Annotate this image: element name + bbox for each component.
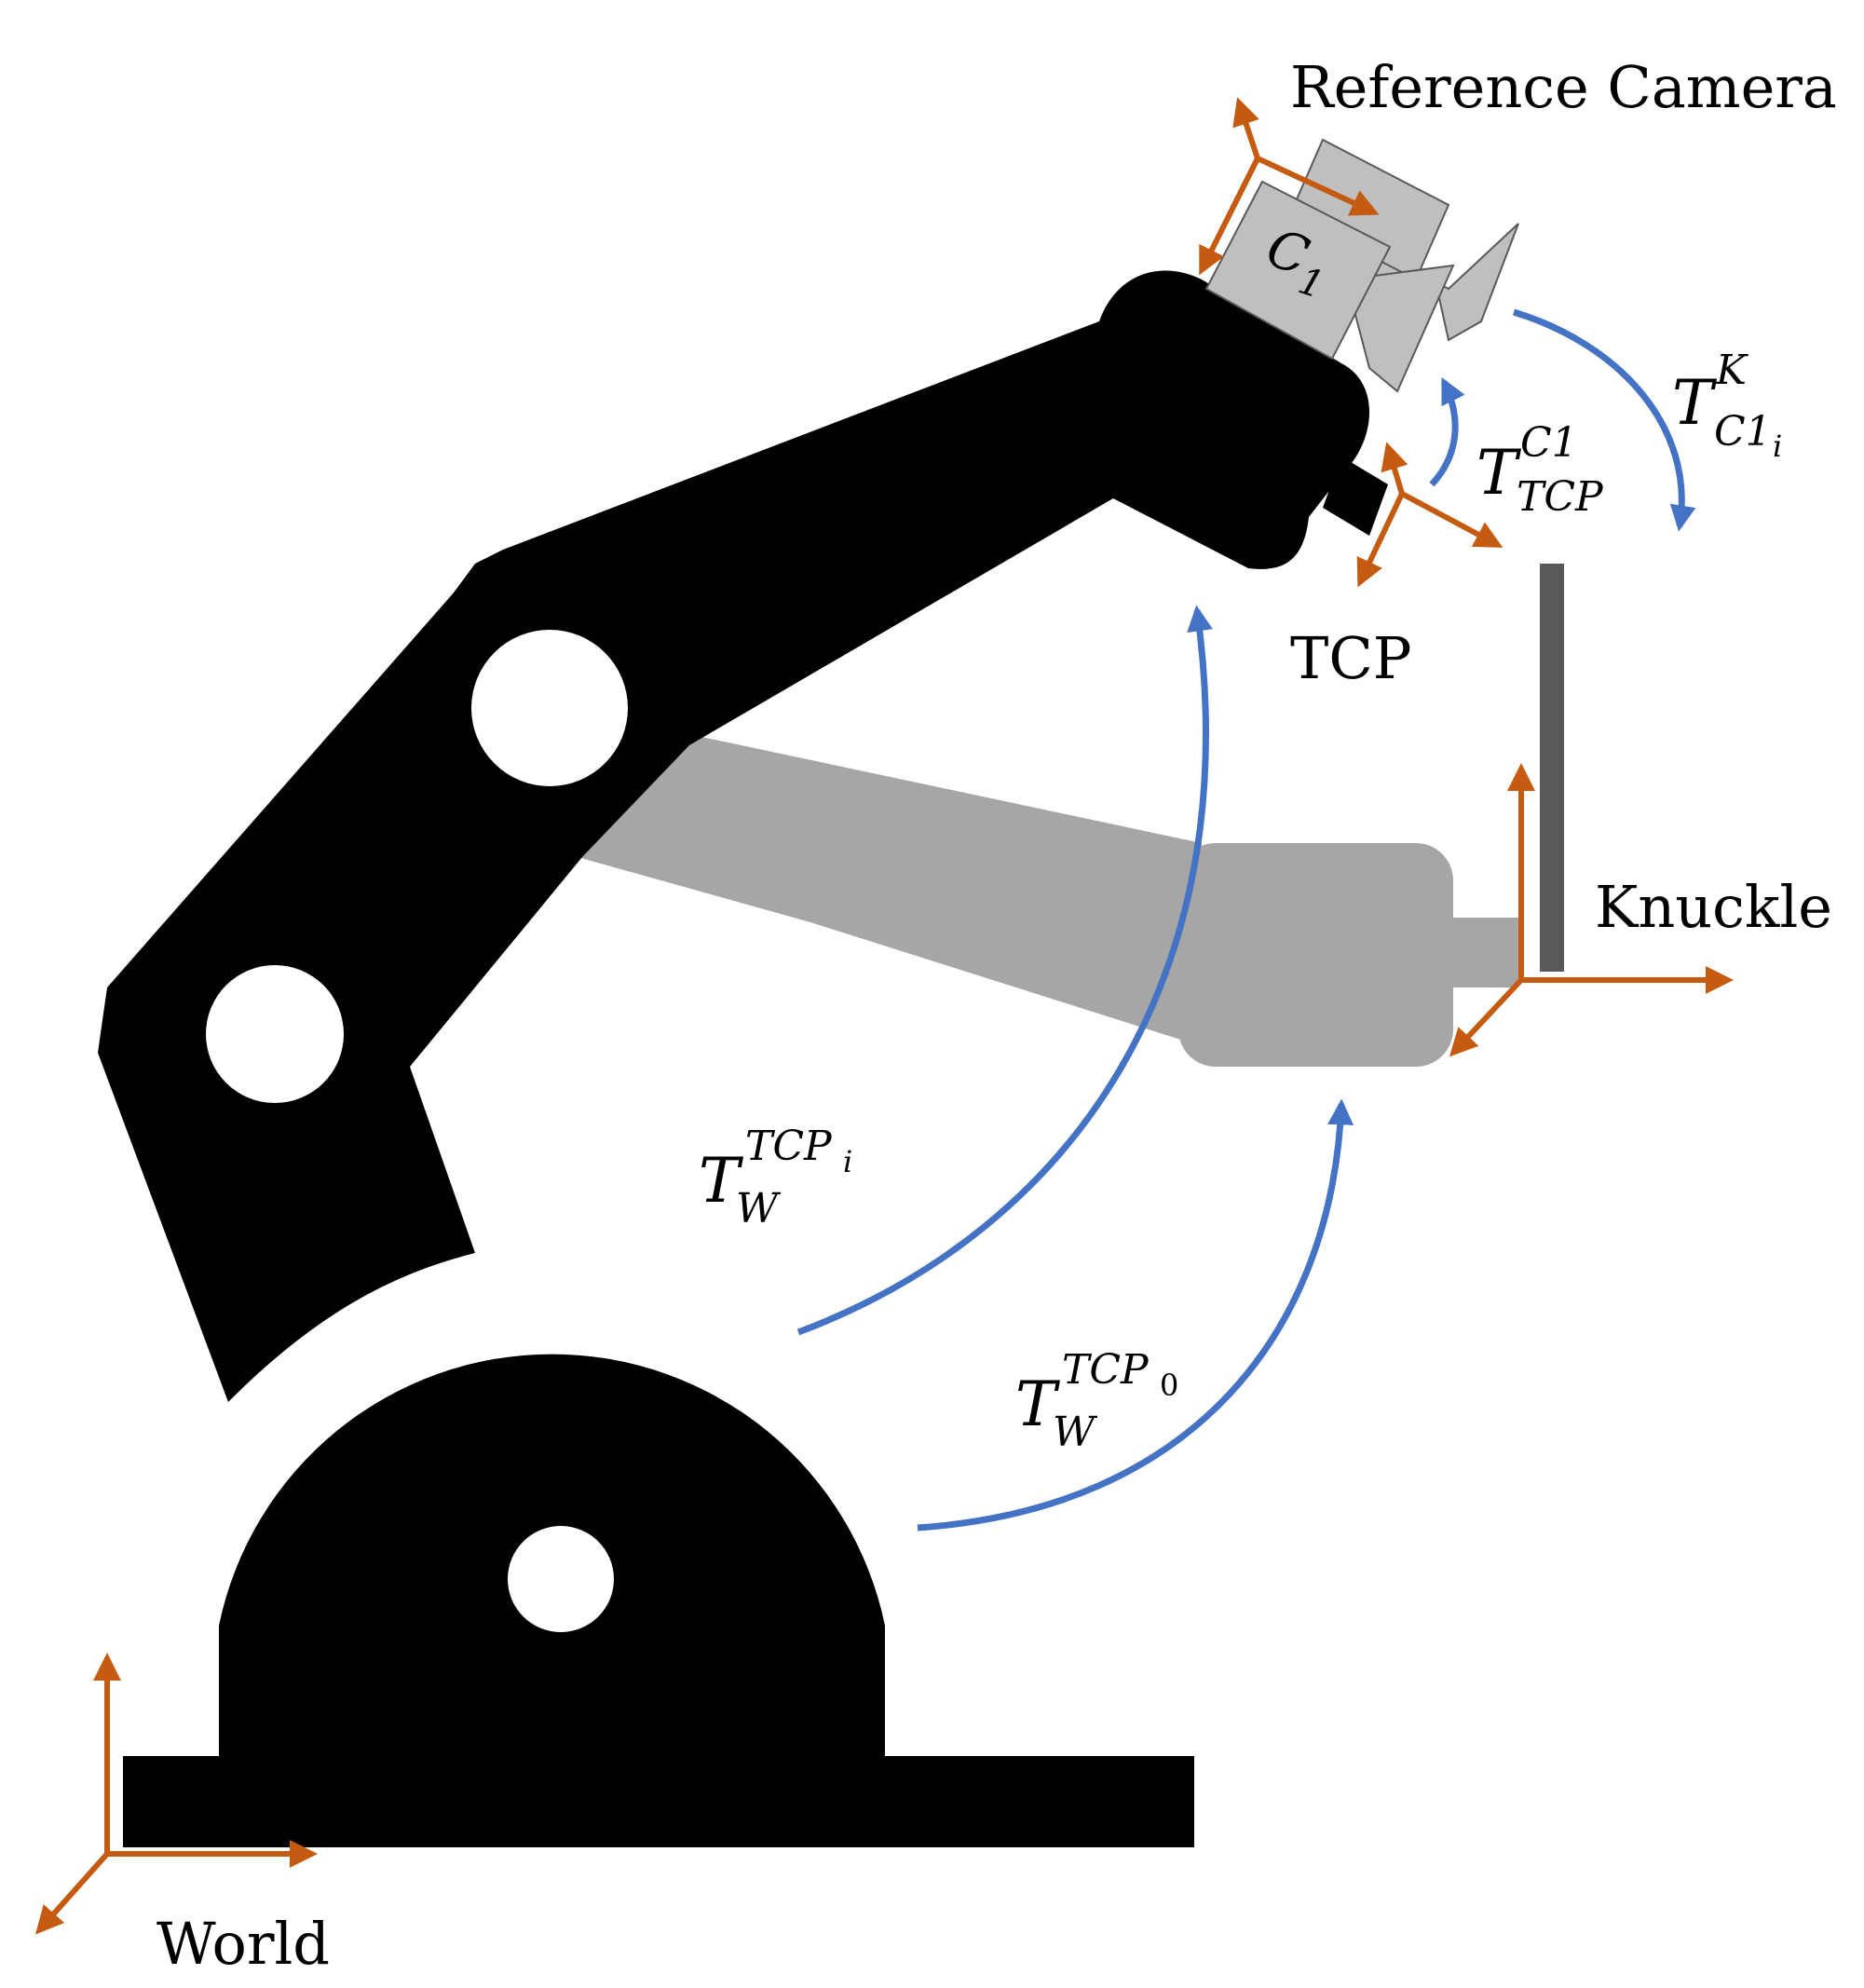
transform-label-camera-to-knuckle: T K C1 i: [1672, 347, 1782, 464]
knuckle-label: Knuckle: [1595, 873, 1832, 941]
camera-lens-back: [1344, 264, 1455, 393]
frame-camera: [1199, 97, 1380, 276]
robot-forearm: [503, 270, 1369, 745]
svg-text:W: W: [1053, 1409, 1098, 1456]
transform-label-world-to-tcp-i: T TCP i W: [699, 1123, 852, 1232]
robot-ghost-pose: [503, 666, 1518, 1067]
svg-text:TCP: TCP: [1062, 1346, 1150, 1394]
ghost-wrist: [1178, 843, 1453, 1067]
base-joint: [508, 1526, 614, 1632]
knuckle-plate: [1540, 564, 1564, 972]
svg-text:C1: C1: [1520, 419, 1578, 467]
svg-text:T: T: [1476, 437, 1522, 509]
frame-world: [35, 1653, 318, 1935]
arrow-camera-to-knuckle: [1512, 308, 1696, 532]
arrow-world-to-tcp-0: [917, 1098, 1354, 1532]
camera-main: [1204, 180, 1392, 361]
svg-text:C1: C1: [1714, 408, 1772, 456]
tcp-label: TCP: [1290, 624, 1412, 692]
arrow-tcp-to-camera: [1429, 376, 1465, 487]
transform-label-world-to-tcp-0: T TCP 0 W: [1015, 1346, 1178, 1456]
svg-text:T: T: [699, 1145, 744, 1217]
arrow-world-to-tcp-i: [796, 605, 1213, 1336]
svg-text:W: W: [736, 1185, 782, 1232]
frame-knuckle: [1449, 763, 1734, 1057]
elbow-joint: [471, 630, 628, 786]
svg-text:i: i: [1773, 429, 1782, 464]
robot-base-plate: [123, 1756, 1194, 1847]
robot-arm: [98, 270, 1388, 1847]
svg-text:T: T: [1672, 367, 1718, 439]
transform-arrows: [796, 308, 1696, 1532]
svg-text:i: i: [843, 1144, 852, 1179]
reference-camera-label: Reference Camera: [1290, 53, 1837, 121]
shoulder-joint: [206, 965, 344, 1103]
transform-label-tcp-to-camera: T C1 TCP: [1476, 419, 1604, 521]
svg-text:TCP: TCP: [1517, 473, 1604, 521]
frame-tcp: [1356, 442, 1503, 588]
svg-text:T: T: [1015, 1368, 1061, 1440]
robot-tool-flange: [1323, 456, 1388, 536]
ghost-forearm: [503, 666, 1202, 1043]
svg-text:0: 0: [1160, 1368, 1178, 1403]
svg-text:TCP: TCP: [745, 1123, 833, 1170]
camera-cluster: C1: [1204, 138, 1519, 393]
world-label: World: [156, 1910, 330, 1978]
ghost-flange: [1449, 918, 1518, 987]
svg-text:K: K: [1715, 347, 1748, 394]
